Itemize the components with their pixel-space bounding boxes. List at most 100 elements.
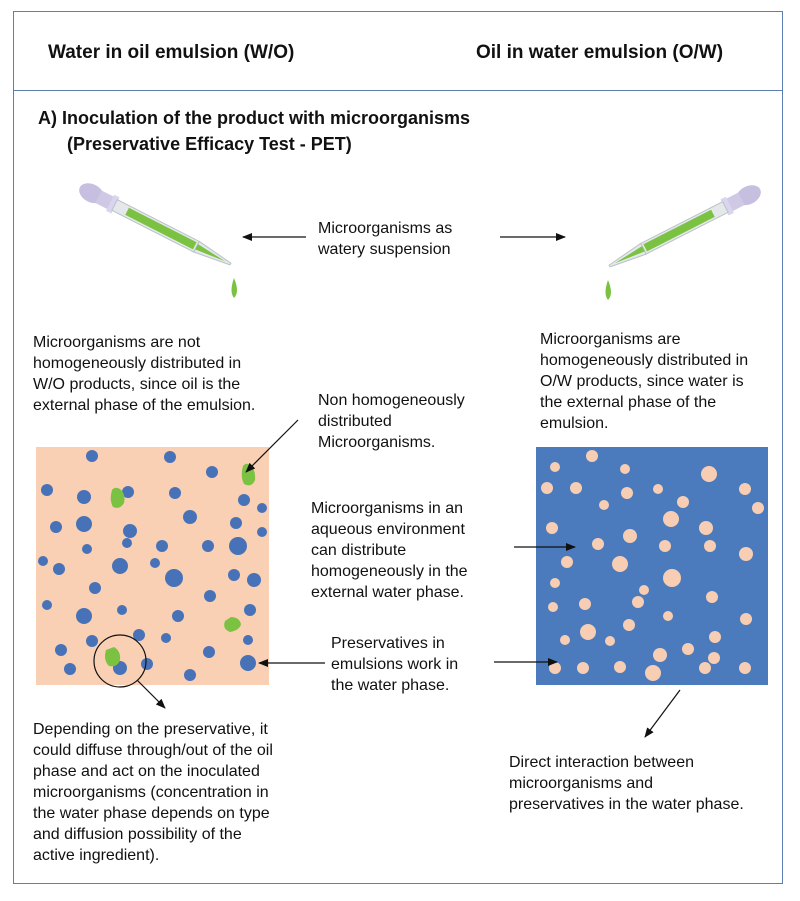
header-divider [13,90,783,91]
right-pipette-icon [605,185,761,300]
oil-droplet [752,502,764,514]
water-droplet [257,503,267,513]
water-droplet [133,629,145,641]
ow-oil-droplets [541,450,764,681]
water-droplet [117,605,127,615]
water-droplet [183,510,197,524]
ow-note-line-4: the external phase of the [540,394,717,411]
water-droplet [42,600,52,610]
water-droplet [89,582,101,594]
water-droplet [169,487,181,499]
left-drop [231,278,237,298]
oil-droplet [740,613,752,625]
water-droplet [230,517,242,529]
oil-droplet [550,462,560,472]
wo-note-line-4: external phase of the emulsion. [33,397,256,414]
arrow-to-diffuse-note [136,679,166,709]
water-droplet [156,540,168,552]
water-droplet [38,556,48,566]
oil-droplet [645,665,661,681]
oil-droplet [586,450,598,462]
oil-droplet [704,540,716,552]
right-drop [605,280,611,300]
arrow-to-direct-note [644,689,681,738]
aqueous-line-2: aqueous environment [311,521,465,538]
oil-droplet [663,569,681,587]
highlight-circle [93,634,147,688]
oil-droplet [541,482,553,494]
oil-droplet [570,482,582,494]
ow-title: Oil in water emulsion (O/W) [476,42,724,63]
diffuse-line-3: phase and act on the inoculated [33,763,260,780]
ow-note-line-5: emulsion. [540,415,609,432]
non-homog-line-1: Non homogeneously [318,392,465,409]
diffuse-line-6: and diffusion possibility of the [33,826,242,843]
diffuse-line-4: microorganisms (concentration in [33,784,269,801]
wo-note-line-1: Microorganisms are not [33,334,201,351]
water-droplet [238,494,250,506]
wo-water-droplets [38,450,267,681]
water-droplet [184,669,196,681]
oil-droplet [682,643,694,655]
oil-droplet [632,596,644,608]
water-droplet [164,451,176,463]
water-droplet [41,484,53,496]
oil-droplet [699,521,713,535]
diffuse-line-7: active ingredient). [33,847,160,864]
water-droplet [204,590,216,602]
section-title: A) Inoculation of the product with micro… [38,108,471,128]
wo-note-line-3: W/O products, since oil is the [33,376,241,393]
water-droplet [122,486,134,498]
oil-droplet [577,662,589,674]
oil-droplet [653,648,667,662]
water-droplet [161,633,171,643]
aqueous-line-5: external water phase. [311,584,464,601]
preservatives-line-2: emulsions work in [331,656,459,673]
wo-note-line-2: homogeneously distributed in [33,355,242,372]
oil-droplet [739,662,751,674]
oil-droplet [621,487,633,499]
oil-droplet [561,556,573,568]
oil-droplet [701,466,717,482]
oil-droplet [653,484,663,494]
water-droplet [244,604,256,616]
section-subtitle: (Preservative Efficacy Test - PET) [67,134,352,154]
water-droplet [123,524,137,538]
water-droplet [82,544,92,554]
oil-droplet [708,652,720,664]
water-droplet [55,644,67,656]
water-droplet [243,635,253,645]
left-pipette-icon [79,183,237,298]
water-droplet [165,569,183,587]
wo-title: Water in oil emulsion (W/O) [48,42,295,63]
water-droplet [76,608,92,624]
water-droplet [112,558,128,574]
diffuse-line-1: Depending on the preservative, it [33,721,268,738]
oil-droplet [739,547,753,561]
oil-droplet [579,598,591,610]
oil-droplet [699,662,711,674]
suspension-line-1: Microorganisms as [318,220,453,237]
oil-droplet [706,591,718,603]
oil-droplet [612,556,628,572]
water-droplet [203,646,215,658]
oil-droplet [605,636,615,646]
oil-droplet [623,619,635,631]
water-droplet [76,516,92,532]
figure-frame [13,11,783,884]
water-droplet [86,450,98,462]
oil-droplet [546,522,558,534]
water-droplet [202,540,214,552]
oil-droplet [663,611,673,621]
water-droplet [53,563,65,575]
oil-droplet [550,578,560,588]
water-droplet [50,521,62,533]
water-droplet [257,527,267,537]
water-droplet [240,655,256,671]
water-droplet [228,569,240,581]
water-droplet [150,558,160,568]
oil-droplet [677,496,689,508]
direct-line-3: preservatives in the water phase. [509,796,744,813]
ow-note-line-3: O/W products, since water is [540,373,744,390]
oil-droplet [659,540,671,552]
